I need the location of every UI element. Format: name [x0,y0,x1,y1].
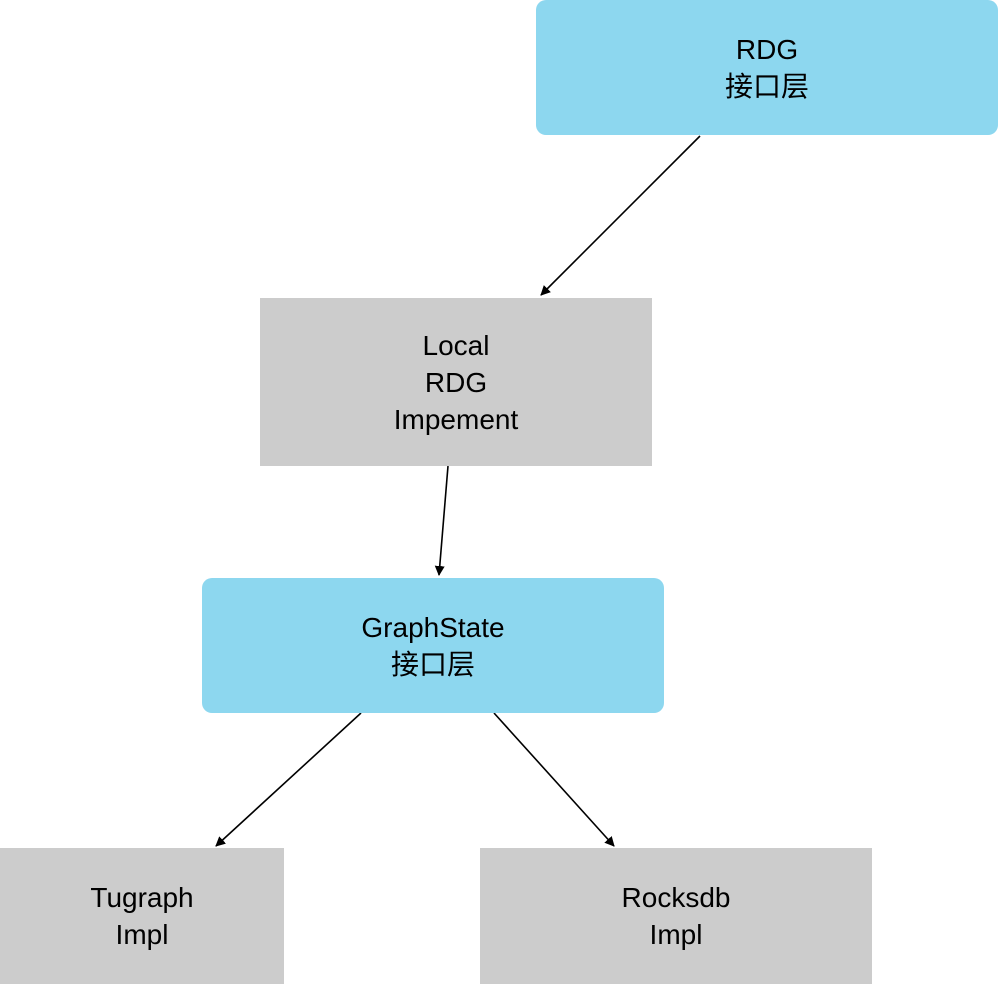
edge-rdg-to-local [540,135,701,296]
edge-graphstate-to-tugraph [215,712,362,847]
node-label-line: Tugraph [90,882,194,913]
node-label-line: Impl [115,919,169,950]
local-rdg-node: Local RDG Impement [260,298,652,466]
node-label-line: Local [422,329,490,361]
node-label-line: GraphState [361,611,505,643]
graphstate-interface-node: GraphState 接口层 [202,578,664,713]
rdg-interface-node: RDG 接口层 [536,0,998,135]
node-label-line: 接口层 [390,648,475,680]
edge-graphstate-to-rocksdb [493,712,615,847]
node-label-line: Rocksdb [621,882,731,913]
node-label-line: 接口层 [724,70,809,102]
node-label-line: RDG [735,33,799,65]
node-label-line: RDG [424,366,488,398]
node-label-line: Impement [393,403,519,435]
rocksdb-impl-node: Rocksdb Impl [480,848,872,984]
tugraph-impl-node: Tugraph Impl [0,848,284,984]
node-label-line: Impl [649,919,703,950]
edge-local-to-graphstate [434,465,449,576]
